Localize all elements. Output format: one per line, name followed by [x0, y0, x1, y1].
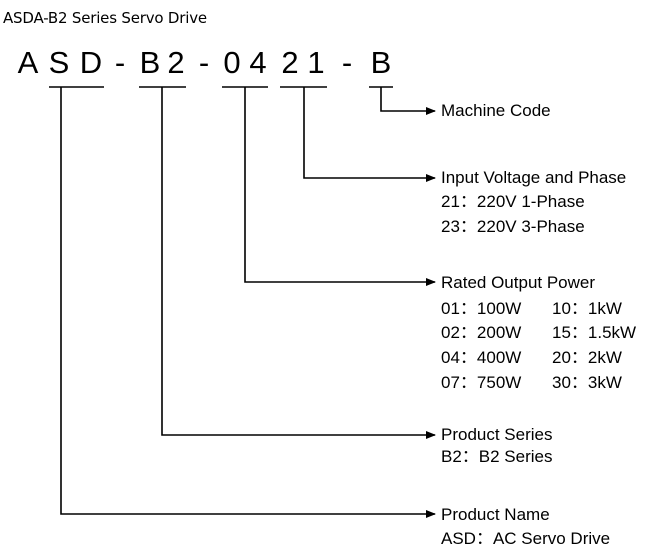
code-char-d: D — [79, 45, 103, 80]
code-char-b-end: B — [370, 45, 392, 80]
input-voltage-option: 23：220V 3-Phase — [441, 217, 585, 236]
rated-power-option: 04：400W — [441, 348, 522, 367]
rated-power-option: 02：200W — [441, 323, 522, 342]
connector-product-series — [161, 87, 436, 439]
product-series-label: Product Series — [441, 425, 553, 444]
code-char-2b: 2 — [281, 45, 299, 80]
input-voltage-option: 21：220V 1-Phase — [441, 192, 585, 211]
code-char-s: S — [48, 45, 70, 80]
product-series-option: B2：B2 Series — [441, 447, 553, 466]
code-char-dash-2: - — [198, 45, 210, 80]
code-char-dash-1: - — [114, 45, 126, 80]
rated-power-option: 15：1.5kW — [552, 323, 637, 342]
product-name-option: ASD：AC Servo Drive — [441, 529, 611, 548]
connector-product-name — [60, 87, 436, 518]
code-char-dash-3: - — [341, 45, 353, 80]
connector-rated-power — [244, 87, 436, 286]
connector-input-voltage — [303, 87, 436, 182]
code-char-b: B — [139, 45, 161, 80]
rated-power-option: 07：750W — [441, 373, 522, 392]
code-char-0: 0 — [223, 45, 241, 80]
code-char-4: 4 — [249, 45, 267, 80]
connector-machine-code — [380, 87, 436, 115]
rated-power-option: 10：1kW — [552, 299, 622, 318]
machine-code-label: Machine Code — [441, 101, 551, 120]
code-char-1: 1 — [307, 45, 325, 80]
input-voltage-label: Input Voltage and Phase — [441, 168, 627, 187]
code-char-a: A — [17, 45, 39, 80]
product-name-label: Product Name — [441, 505, 550, 524]
rated-power-option: 30：3kW — [552, 373, 622, 392]
diagram-title: ASDA-B2 Series Servo Drive — [3, 9, 207, 27]
rated-power-option: 20：2kW — [552, 348, 622, 367]
code-char-2: 2 — [167, 45, 185, 80]
rated-power-option: 01：100W — [441, 299, 522, 318]
rated-power-label: Rated Output Power — [441, 273, 596, 292]
